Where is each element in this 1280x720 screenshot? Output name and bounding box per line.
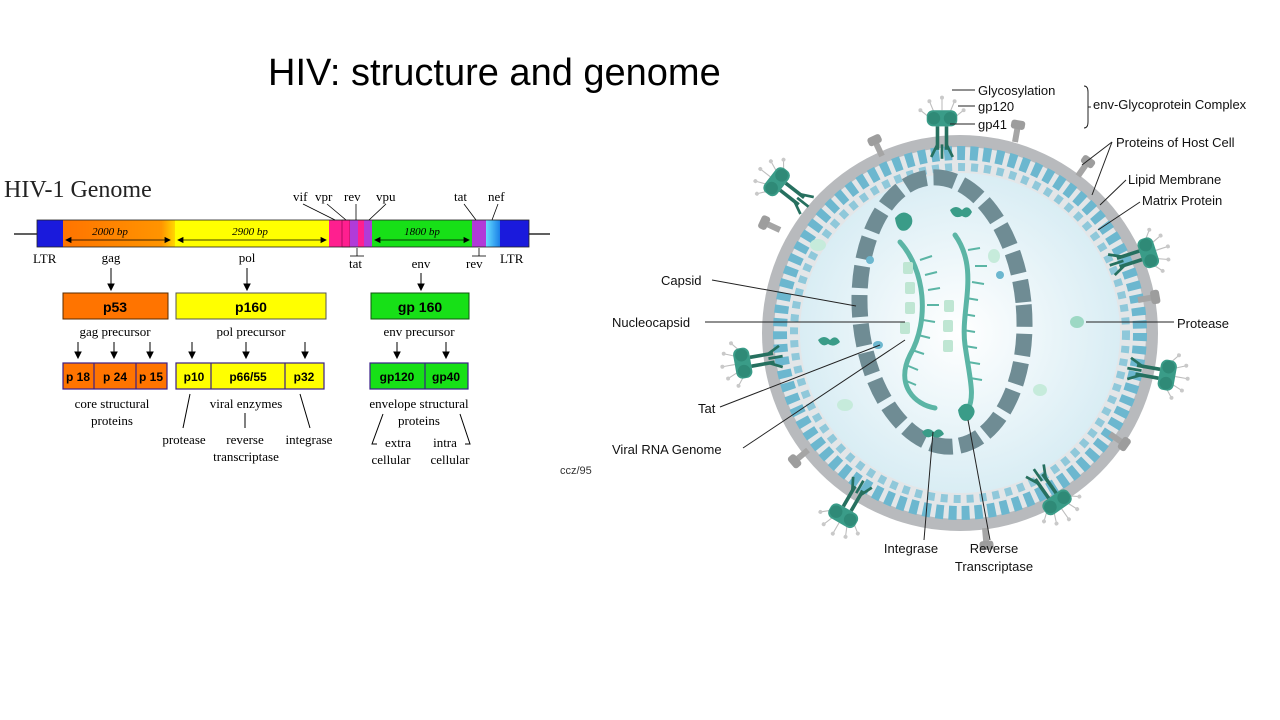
matrix-protein-ring bbox=[773, 146, 1147, 520]
intra-cellular-label: cellular bbox=[431, 452, 471, 467]
small-gene-pointers bbox=[302, 203, 499, 221]
glycosylation-label: Glycosylation bbox=[978, 83, 1055, 98]
cleavage-arrows bbox=[74, 342, 450, 360]
tat-bottom-label: tat bbox=[349, 256, 362, 271]
hiv-genome-map: HIV-1 Genome 2000 bp 2900 bp 1800 bp vif… bbox=[4, 177, 592, 477]
vif-segment bbox=[329, 220, 342, 247]
pol-segment bbox=[175, 220, 329, 247]
core-proteins-label: proteins bbox=[91, 413, 133, 428]
ltr-right-box bbox=[500, 220, 529, 247]
core-structural-label: core structural bbox=[75, 396, 150, 411]
gp41-label: gp41 bbox=[978, 117, 1007, 132]
p15-label: p 15 bbox=[139, 370, 163, 384]
extra-cellular-label: cellular bbox=[372, 452, 412, 467]
genome-outline bbox=[36, 219, 530, 248]
gag-length-arrow bbox=[65, 236, 171, 244]
ltr-left-label: LTR bbox=[33, 251, 57, 266]
pol-gene-label: pol bbox=[239, 250, 256, 265]
tat-label: Tat bbox=[698, 401, 716, 416]
virion-interior bbox=[800, 173, 1120, 493]
capsid-label: Capsid bbox=[661, 273, 701, 288]
tat-rev-exon-segment bbox=[472, 220, 486, 247]
vpr-label: vpr bbox=[315, 189, 333, 204]
p160-box bbox=[175, 292, 327, 320]
nucleocapsid-proteins bbox=[900, 262, 954, 352]
rev-bottom-label: rev bbox=[466, 256, 483, 271]
viral-rna-genome-label: Viral RNA Genome bbox=[612, 442, 722, 457]
viral-rna-genome bbox=[897, 232, 974, 413]
matrix-inner-ring bbox=[790, 163, 1130, 503]
vif-label: vif bbox=[293, 189, 308, 204]
envelope-proteins-label: proteins bbox=[398, 413, 440, 428]
reverse-transcriptase-label-2: Transcriptase bbox=[955, 559, 1033, 574]
p53-label: p53 bbox=[103, 299, 127, 315]
intra-label: intra bbox=[433, 435, 457, 450]
p10-label: p10 bbox=[184, 370, 205, 384]
vpr-segment bbox=[341, 219, 351, 248]
gag-segment bbox=[63, 220, 183, 247]
pol-bp-label: 2900 bp bbox=[232, 226, 268, 238]
gag-products: p 18 p 24 p 15 bbox=[62, 362, 168, 390]
gp160-label: gp 160 bbox=[398, 299, 443, 315]
gp160-box bbox=[370, 292, 470, 320]
viral-enzymes-label: viral enzymes bbox=[210, 396, 283, 411]
p66-55-label: p66/55 bbox=[229, 370, 267, 384]
rev-top-label: rev bbox=[344, 189, 361, 204]
callout-lines bbox=[705, 85, 1174, 541]
p160-label: p160 bbox=[235, 299, 267, 315]
protease-enzyme-label: protease bbox=[162, 432, 206, 447]
tat-top-label: tat bbox=[454, 189, 467, 204]
pol-precursor-label: pol precursor bbox=[217, 324, 287, 339]
nef-segment bbox=[486, 220, 500, 247]
p18-label: p 18 bbox=[66, 370, 90, 384]
credit-label: ccz/95 bbox=[560, 465, 592, 477]
pol-products: p10 p66/55 p32 bbox=[175, 362, 325, 390]
p24-label: p 24 bbox=[103, 370, 127, 384]
transcriptase-label: transcriptase bbox=[213, 449, 279, 464]
ltr-right-label: LTR bbox=[500, 251, 524, 266]
reverse-label: reverse bbox=[226, 432, 264, 447]
p32-label: p32 bbox=[294, 370, 315, 384]
integrase-enzyme-label: integrase bbox=[286, 432, 333, 447]
reverse-transcriptase-label-1: Reverse bbox=[970, 541, 1018, 556]
rev-segment bbox=[350, 220, 358, 247]
tat-rev-bottom-brackets bbox=[350, 248, 486, 257]
lipid-membrane-label: Lipid Membrane bbox=[1128, 172, 1221, 187]
env-length-arrow bbox=[374, 236, 470, 244]
env-gene-label: env bbox=[412, 256, 431, 271]
tat-segment bbox=[358, 220, 364, 247]
enzyme-molecules bbox=[810, 207, 1084, 438]
nef-label: nef bbox=[488, 189, 505, 204]
matrix-protein-label: Matrix Protein bbox=[1142, 193, 1222, 208]
integrase-label: Integrase bbox=[884, 541, 938, 556]
protease-label: Protease bbox=[1177, 316, 1229, 331]
vpu-segment bbox=[364, 220, 372, 247]
ltr-left-box bbox=[37, 220, 63, 247]
env-glycoprotein-complex-label: env-Glycoprotein Complex bbox=[1093, 97, 1247, 112]
envelope-structural-label: envelope structural bbox=[369, 396, 469, 411]
vpu-label: vpu bbox=[376, 189, 396, 204]
gene-arrows bbox=[107, 268, 425, 292]
env-bp-label: 1800 bp bbox=[404, 226, 440, 238]
gp120-label: gp120 bbox=[978, 99, 1014, 114]
rna-nucleotide-ticks bbox=[903, 247, 987, 386]
hiv-virion-diagram: Glycosylation gp120 gp41 env-Glycoprotei… bbox=[612, 83, 1247, 574]
proteins-of-host-cell-label: Proteins of Host Cell bbox=[1116, 135, 1235, 150]
slide-title: HIV: structure and genome bbox=[268, 52, 721, 94]
gp40-label: gp40 bbox=[432, 370, 460, 384]
gag-bp-label: 2000 bp bbox=[92, 226, 128, 238]
gp120-product-label: gp120 bbox=[380, 370, 415, 384]
gag-gene-label: gag bbox=[102, 250, 121, 265]
env-precursor-label: env precursor bbox=[383, 324, 455, 339]
genome-heading: HIV-1 Genome bbox=[4, 177, 152, 203]
gag-precursor-label: gag precursor bbox=[79, 324, 151, 339]
nucleocapsid-label: Nucleocapsid bbox=[612, 315, 690, 330]
p53-box bbox=[62, 292, 169, 320]
capsid bbox=[851, 169, 1033, 455]
pol-length-arrow bbox=[177, 236, 327, 244]
extra-label: extra bbox=[385, 435, 411, 450]
enzyme-pointers bbox=[182, 393, 471, 445]
env-segment bbox=[372, 220, 472, 247]
env-products: gp120 gp40 bbox=[369, 362, 469, 390]
